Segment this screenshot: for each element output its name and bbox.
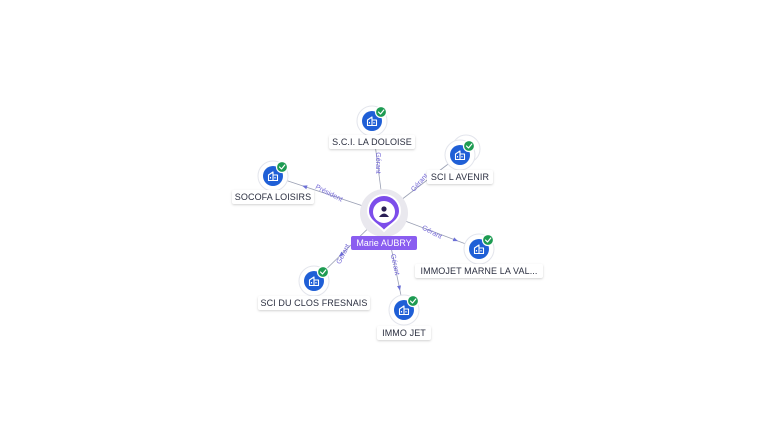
company-node-sci-la-doloise[interactable] <box>356 105 388 137</box>
company-label-bg <box>427 170 493 184</box>
edge-arrow <box>397 285 401 291</box>
edge-relation-label: Gérant <box>421 225 443 241</box>
company-label[interactable]: SOCOFA LOISIRS <box>232 190 314 204</box>
edge-relation-label: Gérant <box>374 152 381 173</box>
company-name: SCI L AVENIR <box>431 172 490 182</box>
building-icon <box>454 150 466 161</box>
company-label-bg <box>232 190 314 204</box>
company-label-bg <box>329 135 415 149</box>
building-icon <box>398 305 410 316</box>
building-icon <box>267 171 279 182</box>
edge-arrow <box>339 251 345 257</box>
person-icon <box>379 206 389 217</box>
company-label[interactable]: IMMOJET MARNE LA VAL... <box>415 264 543 278</box>
verified-check-icon <box>462 139 476 153</box>
person-name-label[interactable]: Marie AUBRY <box>351 236 417 250</box>
edge-relation-label: Gérant <box>389 253 400 275</box>
company-label[interactable]: S.C.I. LA DOLOISE <box>329 135 415 149</box>
verified-check-icon <box>316 265 330 279</box>
company-node-sci-l-avenir[interactable] <box>444 134 481 171</box>
edge-relation-label: Président <box>314 184 344 204</box>
company-name: S.C.I. LA DOLOISE <box>332 137 412 147</box>
edge-relation-label: Gérant <box>410 173 430 194</box>
company-label[interactable]: IMMO JET <box>377 326 431 340</box>
person-node[interactable]: Marie AUBRY <box>351 189 417 250</box>
company-node-immojet-marne[interactable] <box>463 233 495 265</box>
nodes-layer: S.C.I. LA DOLOISE SCI L AVENIR SOCOFA LOIS… <box>232 105 543 340</box>
company-name: IMMOJET MARNE LA VAL... <box>421 266 538 276</box>
company-name: SOCOFA LOISIRS <box>235 192 311 202</box>
company-label-bg <box>415 264 543 278</box>
company-node-immo-jet[interactable] <box>388 294 420 326</box>
company-node-sci-du-clos-fresnais[interactable] <box>298 265 330 297</box>
building-icon <box>473 244 485 255</box>
verified-check-icon <box>406 294 420 308</box>
person-name: Marie AUBRY <box>356 238 411 248</box>
company-label[interactable]: SCI DU CLOS FRESNAIS <box>258 296 370 310</box>
edge-arrow <box>302 185 308 190</box>
company-name: IMMO JET <box>382 328 426 338</box>
person-label-bg <box>351 236 417 250</box>
person-pin-inner <box>373 201 395 223</box>
verified-check-icon <box>374 105 388 119</box>
company-label-bg <box>377 326 431 340</box>
verified-check-icon <box>275 160 289 174</box>
company-label-bg <box>258 296 370 310</box>
building-icon <box>366 116 378 127</box>
company-label[interactable]: SCI L AVENIR <box>427 170 493 184</box>
company-name: SCI DU CLOS FRESNAIS <box>260 298 367 308</box>
building-icon <box>308 276 320 287</box>
verified-check-icon <box>481 233 495 247</box>
edge-arrow <box>452 237 459 242</box>
company-node-socofa-loisirs[interactable] <box>257 160 289 192</box>
edge-relation-label: Gérant <box>336 243 352 265</box>
